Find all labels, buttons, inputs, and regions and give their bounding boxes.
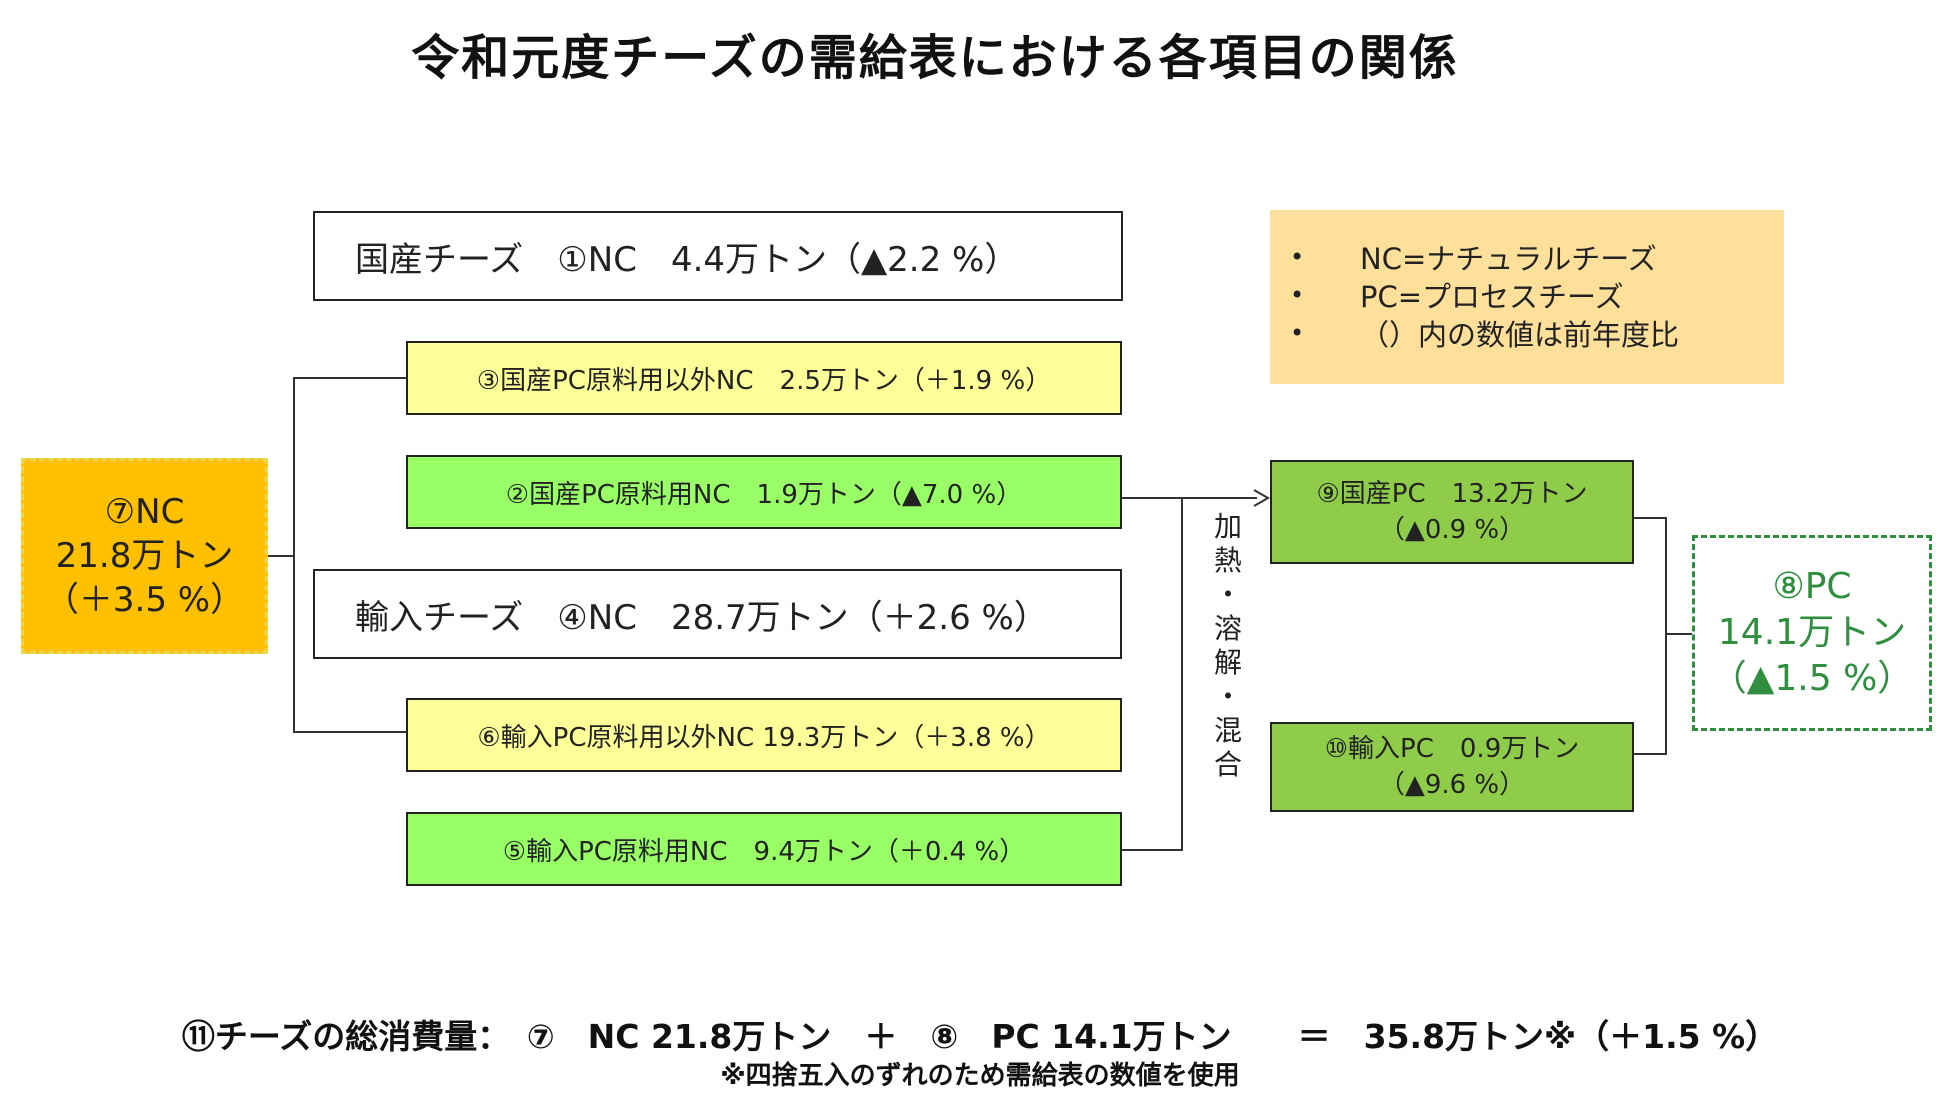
- legend-label: （）内の数値は前年度比: [1360, 318, 1680, 352]
- legend-item-note: • （）内の数値は前年度比: [1290, 314, 1784, 352]
- process-char: 加: [1213, 510, 1242, 543]
- right-bracket-bottom: [1634, 753, 1666, 755]
- box-10-line1: ⑩輸入PC 0.9万トン: [1324, 734, 1580, 764]
- box-7-line2: 21.8万トン: [55, 536, 234, 576]
- legend: • NC=ナチュラルチーズ • PC=プロセスチーズ • （）内の数値は前年度比: [1270, 210, 1784, 384]
- right-bracket-link: [1665, 633, 1692, 635]
- process-char: 混: [1213, 714, 1242, 747]
- process-char: 解: [1213, 646, 1242, 679]
- box-3-label: ③国産PC原料用以外NC 2.5万トン（＋1.9 %）: [476, 365, 1052, 396]
- process-char: ・: [1213, 578, 1242, 611]
- box-6-import-non-pc-nc: ⑥輸入PC原料用以外NC 19.3万トン（＋3.8 %）: [406, 698, 1122, 772]
- left-bracket-top: [293, 377, 406, 379]
- imported-cheese-box: 輸入チーズ ④NC 28.7万トン（＋2.6 %）: [313, 569, 1122, 659]
- box-6-label: ⑥輸入PC原料用以外NC 19.3万トン（＋3.8 %）: [477, 722, 1051, 753]
- box-7-line3: （＋3.5 %）: [44, 580, 245, 620]
- merge-line-vertical: [1181, 497, 1183, 851]
- left-bracket-bottom: [293, 731, 406, 733]
- box-9-line1: ⑨国産PC 13.2万トン: [1316, 479, 1588, 509]
- box-7-line1: ⑦NC: [104, 492, 185, 532]
- box-8-line3: （▲1.5 %）: [1710, 658, 1914, 699]
- merge-line-from-box-5: [1122, 849, 1182, 851]
- box-10-import-pc: ⑩輸入PC 0.9万トン （▲9.6 %）: [1270, 722, 1634, 812]
- box-9-line2: （▲0.9 %）: [1378, 515, 1526, 545]
- legend-label: PC=プロセスチーズ: [1360, 280, 1624, 314]
- process-char: 合: [1213, 748, 1242, 781]
- box-9-domestic-pc: ⑨国産PC 13.2万トン （▲0.9 %）: [1270, 460, 1634, 564]
- domestic-cheese-box: 国産チーズ ①NC 4.4万トン（▲2.2 %）: [313, 211, 1123, 301]
- process-char: 熱: [1213, 544, 1242, 577]
- box-5-import-pc-nc: ⑤輸入PC原料用NC 9.4万トン（＋0.4 %）: [406, 812, 1122, 886]
- bullet-icon: •: [1290, 319, 1305, 347]
- domestic-cheese-label: 国産チーズ ①NC 4.4万トン（▲2.2 %）: [355, 239, 1019, 280]
- arrow-shaft: [1181, 497, 1257, 499]
- merge-line-from-box-2: [1122, 497, 1182, 499]
- box-5-label: ⑤輸入PC原料用NC 9.4万トン（＋0.4 %）: [502, 836, 1026, 867]
- imported-cheese-label: 輸入チーズ ④NC 28.7万トン（＋2.6 %）: [355, 597, 1048, 638]
- bullet-icon: •: [1290, 281, 1305, 309]
- legend-item-pc: • PC=プロセスチーズ: [1290, 276, 1784, 314]
- legend-item-nc: • NC=ナチュラルチーズ: [1290, 238, 1784, 276]
- left-bracket-link: [268, 555, 294, 557]
- process-char: 溶: [1213, 612, 1242, 645]
- bullet-icon: •: [1290, 243, 1305, 271]
- rounding-note: ※四捨五入のずれのため需給表の数値を使用: [720, 1061, 1240, 1091]
- box-3-domestic-non-pc-nc: ③国産PC原料用以外NC 2.5万トン（＋1.9 %）: [406, 341, 1122, 415]
- box-2-label: ②国産PC原料用NC 1.9万トン（▲7.0 %）: [505, 479, 1023, 510]
- box-8-line1: ⑧PC: [1772, 566, 1852, 607]
- box-7-nc-total: ⑦NC 21.8万トン （＋3.5 %）: [21, 458, 268, 654]
- box-8-line2: 14.1万トン: [1717, 612, 1907, 653]
- legend-label: NC=ナチュラルチーズ: [1360, 242, 1657, 276]
- right-bracket-top: [1634, 517, 1666, 519]
- process-label: 加 熱 ・ 溶 解 ・ 混 合: [1206, 510, 1250, 782]
- arrow-right-icon: [1253, 489, 1271, 507]
- box-8-pc-total: ⑧PC 14.1万トン （▲1.5 %）: [1692, 535, 1932, 731]
- process-char: ・: [1213, 680, 1242, 713]
- page-title: 令和元度チーズの需給表における各項目の関係: [411, 30, 1459, 86]
- left-bracket-vertical: [293, 377, 295, 732]
- box-2-domestic-pc-nc: ②国産PC原料用NC 1.9万トン（▲7.0 %）: [406, 455, 1122, 529]
- box-10-line2: （▲9.6 %）: [1378, 770, 1526, 800]
- right-bracket-vertical: [1665, 517, 1667, 755]
- total-consumption-line: ⑪チーズの総消費量： ⑦ NC 21.8万トン ＋ ⑧ PC 14.1万トン ＝…: [181, 1017, 1779, 1056]
